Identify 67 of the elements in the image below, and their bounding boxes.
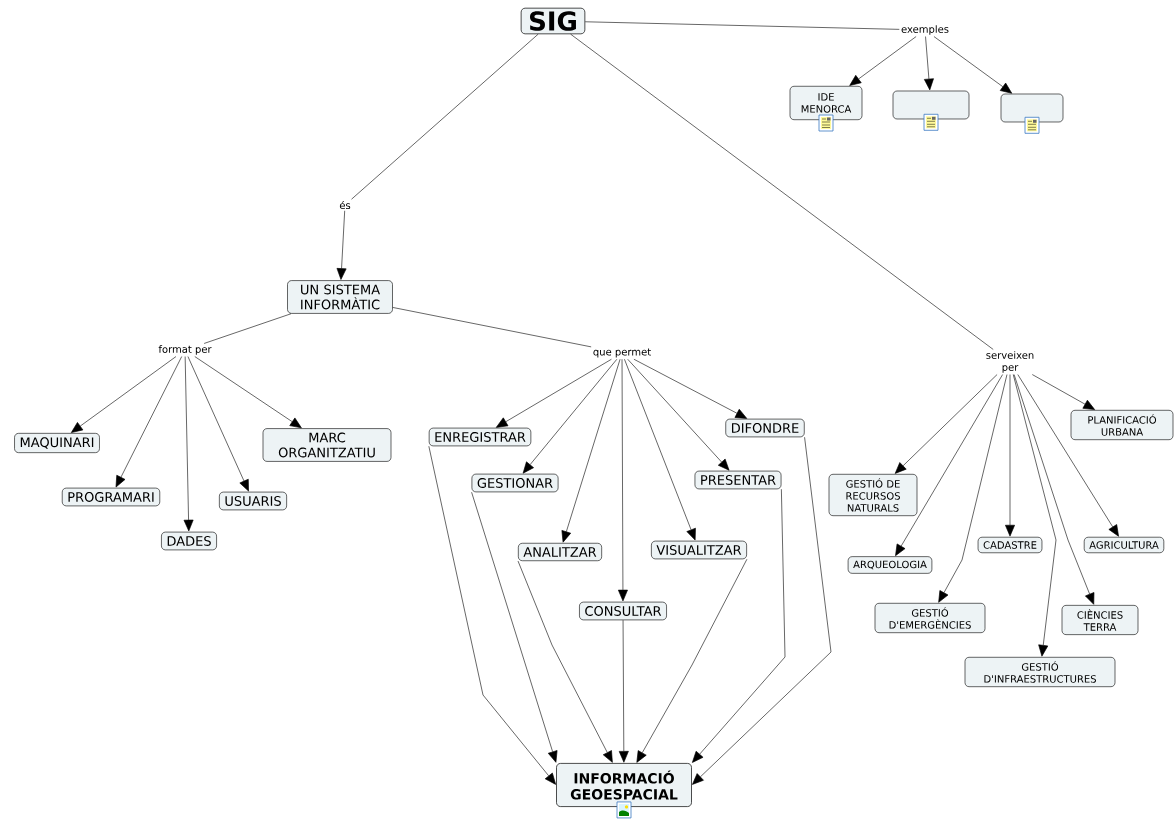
concept-box: INFORMACIÓ GEOESPACIAL [556,763,692,807]
arrow [849,36,917,86]
arrow [336,210,347,280]
arrow [938,374,1008,603]
arrow [115,356,182,488]
connector-line [351,33,539,200]
arrow [71,356,177,433]
linking-phrase: és [337,199,353,211]
arrow [636,558,748,763]
arrow [1017,374,1119,537]
concept-box: IDE MENORCA [789,86,863,120]
concept-box: GESTIÓ D'INFRAESTRUCTURES [964,657,1116,687]
arrow [924,36,934,91]
arrow [692,436,832,785]
arrow [183,356,194,532]
concept-box [1000,93,1064,123]
concept-box: MARC ORGANITZATIU [262,428,392,462]
arrow [561,358,621,543]
concept-box: UN SISTEMA INFORMÀTIC [287,280,393,314]
concept-box: DIFONDRE [725,418,805,438]
concept-box: GESTIONAR [471,473,559,493]
concept-box: USUARIS [219,491,287,511]
arrow [618,358,628,602]
arrow [517,560,613,763]
arrow [627,358,730,471]
arrow [1005,374,1015,537]
arrow [618,619,629,763]
concept-box: CIÈNCIES TERRA [1061,605,1139,635]
linking-phrase: que permet [591,346,653,360]
arrow [495,358,612,428]
linking-phrase: exemples [899,23,951,37]
arrow [1012,374,1057,657]
concept-box [892,90,970,120]
arrow [428,445,556,785]
concept-box: AGRICULTURA [1083,536,1165,554]
concept-box: CADASTRE [977,536,1043,554]
concept-box: PROGRAMARI [61,487,161,507]
connector-line [570,33,994,350]
concept-box: GESTIÓ DE RECURSOS NATURALS [828,474,918,516]
connector-line [392,307,592,348]
arrow [894,374,998,474]
arrow [895,374,1003,556]
concept-box: CONSULTAR [579,601,667,621]
concept-box: DADES [161,531,217,551]
concept-box: PRESENTAR [694,470,782,490]
arrow [1013,374,1095,605]
arrow [624,358,696,541]
concept-box: PLANIFICACIÓ URBANA [1070,410,1174,440]
arrow [1032,374,1095,410]
concept-box: MAQUINARI [14,433,100,453]
linking-phrase: serveixen per [979,349,1041,375]
connector-line [584,21,900,30]
arrow [692,488,786,763]
arrow [187,356,249,492]
linking-phrase: format per [156,343,214,357]
arrow [933,36,1013,94]
arrow [633,358,748,419]
arrow [194,356,302,429]
concept-box: ANALITZAR [518,542,602,562]
concept-box: ARQUEOLOGIA [847,556,933,574]
concept-box: ENREGISTRAR [428,427,532,447]
concept-box: GESTIÓ D'EMERGÈNCIES [874,603,986,633]
concept-box: VISUALITZAR [651,540,747,560]
title-box: SIG [520,7,586,35]
arrow [471,491,558,763]
connector-line [203,313,292,344]
arrow [522,358,618,474]
